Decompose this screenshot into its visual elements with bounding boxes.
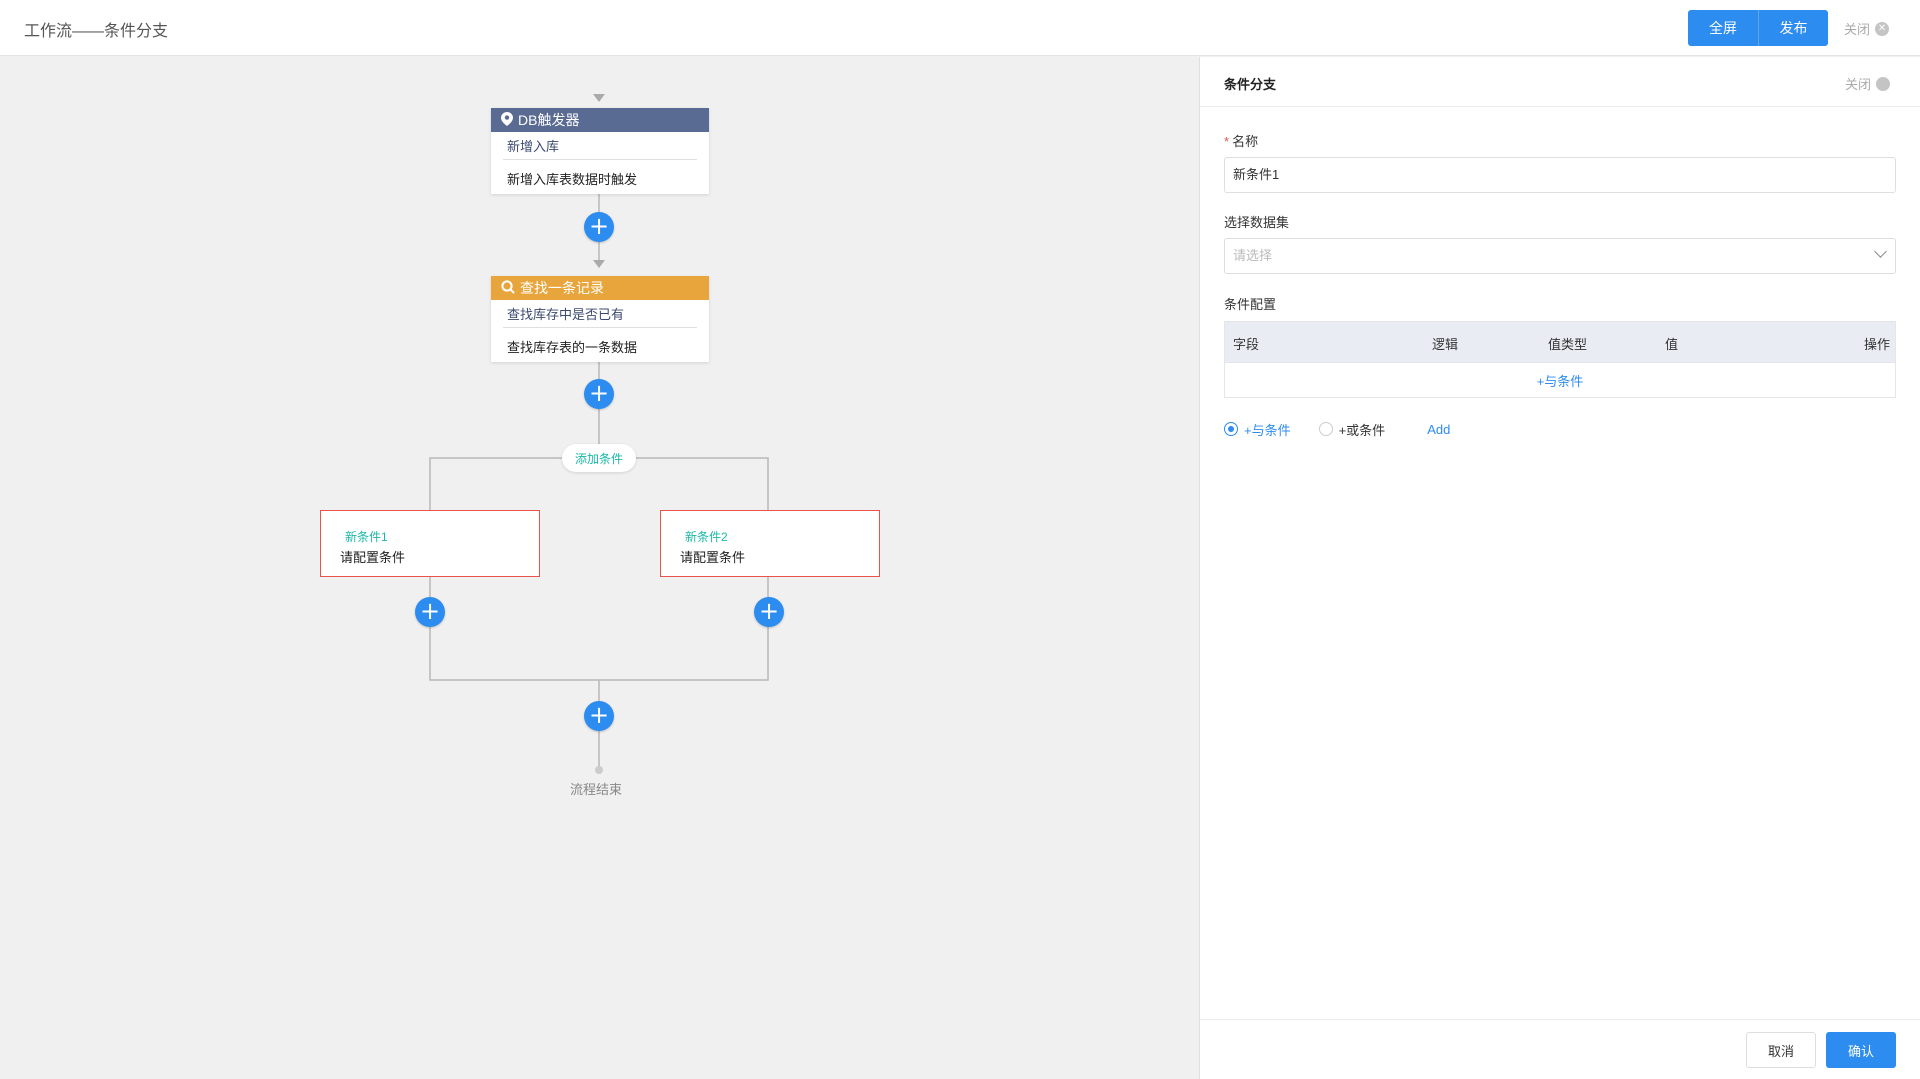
header-close-button[interactable]: 关闭 ✕ [1844, 19, 1890, 38]
required-mark: * [1224, 134, 1230, 149]
close-label: 关闭 [1844, 22, 1871, 37]
page-title: 工作流——条件分支 [24, 23, 169, 40]
trigger-node-title: DB触发器 [518, 112, 580, 128]
add-node-button[interactable]: + [584, 212, 614, 242]
search-icon [501, 279, 515, 297]
fullscreen-button[interactable]: 全屏 [1688, 10, 1758, 46]
dataset-label: 选择数据集 [1224, 215, 1290, 230]
condition-name: 新条件2 [685, 530, 728, 544]
connector-lines [429, 94, 769, 768]
condition-name: 新条件1 [345, 530, 388, 544]
condition-description: 请配置条件 [680, 550, 746, 565]
panel-close-button[interactable]: 关闭 [1845, 74, 1891, 93]
column-logic: 逻辑 [1432, 337, 1459, 352]
radio-and-condition[interactable]: +与条件 [1224, 420, 1291, 439]
radio-or-condition[interactable]: +或条件 [1318, 420, 1386, 439]
name-input[interactable]: 新条件1 [1224, 157, 1896, 193]
condition-panel: 条件分支 关闭 *名称 新条件1 选择数据集 请选择 条件配置 字段 逻辑 值类… [1199, 57, 1920, 1079]
db-trigger-node[interactable]: DB触发器 新增入库 新增入库表数据时触发 [491, 108, 709, 194]
trigger-node-subtitle: 新增入库 [503, 132, 697, 160]
header-button-group: 全屏 发布 [1688, 10, 1828, 46]
add-link[interactable]: Add [1427, 421, 1451, 437]
config-label: 条件配置 [1224, 297, 1277, 312]
close-icon: ✕ [1875, 21, 1890, 36]
name-label-text: 名称 [1232, 134, 1259, 149]
cancel-button[interactable]: 取消 [1746, 1032, 1816, 1068]
table-row: +与条件 [1225, 362, 1895, 397]
condition-table: 字段 逻辑 值类型 值 操作 +与条件 [1224, 321, 1896, 398]
add-condition-button[interactable]: 添加条件 [562, 444, 636, 472]
confirm-button[interactable]: 确认 [1826, 1032, 1896, 1068]
add-and-condition-link[interactable]: +与条件 [1536, 373, 1584, 389]
panel-title: 条件分支 [1224, 77, 1277, 92]
panel-footer: 取消 确认 [1200, 1019, 1920, 1079]
chevron-down-icon [1874, 245, 1887, 258]
close-icon [1876, 76, 1891, 91]
dataset-placeholder: 请选择 [1233, 248, 1273, 263]
condition-node-2[interactable]: 新条件2 请配置条件 [660, 510, 880, 577]
column-value-type: 值类型 [1548, 337, 1588, 352]
find-node-title: 查找一条记录 [520, 280, 604, 296]
condition-node-1[interactable]: 新条件1 请配置条件 [320, 510, 540, 577]
find-node-description: 查找库存表的一条数据 [507, 340, 638, 355]
table-header: 字段 逻辑 值类型 值 操作 [1225, 322, 1895, 362]
radio-dot [1318, 422, 1333, 436]
add-node-button[interactable]: + [754, 597, 784, 627]
radio-and-label: +与条件 [1244, 422, 1291, 438]
workflow-canvas: DB触发器 新增入库 新增入库表数据时触发 + 查找一条记录 查找库存中是否已有… [0, 57, 1199, 1079]
add-node-button[interactable]: + [415, 597, 445, 627]
close-label: 关闭 [1845, 77, 1872, 92]
add-node-button[interactable]: + [584, 701, 614, 731]
column-action: 操作 [1864, 337, 1891, 352]
dataset-select[interactable]: 请选择 [1224, 238, 1896, 274]
flow-end-label: 流程结束 [570, 782, 623, 797]
trigger-node-description: 新增入库表数据时触发 [507, 172, 638, 187]
end-dot [595, 766, 603, 774]
find-record-node[interactable]: 查找一条记录 查找库存中是否已有 查找库存表的一条数据 [491, 276, 709, 362]
location-pin-icon [501, 111, 513, 129]
condition-description: 请配置条件 [340, 550, 406, 565]
column-value: 值 [1665, 337, 1679, 352]
radio-or-label: +或条件 [1338, 422, 1386, 438]
find-node-subtitle: 查找库存中是否已有 [503, 300, 697, 328]
trigger-node-header: DB触发器 [491, 108, 709, 132]
radio-dot [1224, 422, 1238, 436]
condition-mode-radios: +与条件 +或条件 Add [1224, 419, 1450, 439]
find-node-header: 查找一条记录 [491, 276, 709, 300]
top-header: 工作流——条件分支 全屏 发布 关闭 ✕ [0, 0, 1920, 56]
publish-button[interactable]: 发布 [1758, 10, 1828, 46]
panel-header: 条件分支 关闭 [1200, 57, 1920, 107]
name-label: *名称 [1224, 131, 1258, 150]
add-node-button[interactable]: + [584, 379, 614, 409]
column-field: 字段 [1233, 337, 1260, 352]
